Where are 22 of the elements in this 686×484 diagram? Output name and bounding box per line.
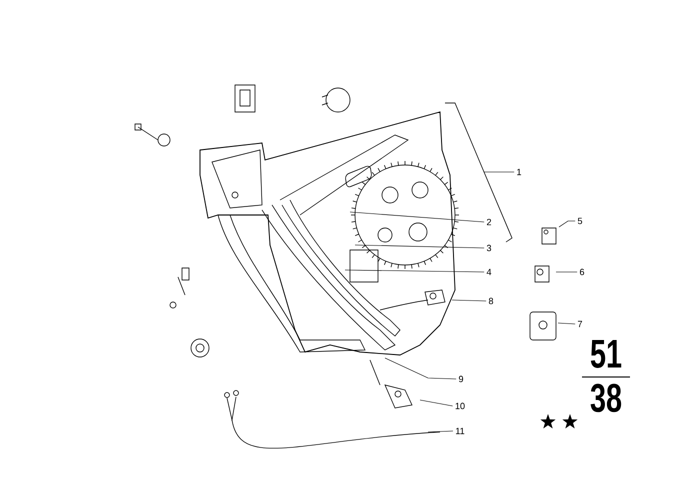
section-number: 38 [590,384,622,412]
section-number: 51 [590,340,622,368]
callout-number: 3 [486,244,492,252]
callout-number: 9 [458,376,464,382]
leader-line [344,270,484,272]
callout-number: 2 [486,218,492,226]
leader-line [558,220,576,228]
leader-line [558,322,576,324]
callout-number: 5 [578,218,582,224]
leader-line [354,244,484,248]
leader-line [452,300,486,302]
leader-line [384,358,456,380]
leader-line [350,212,484,222]
callout-number: 10 [456,402,465,410]
callout-number: 7 [578,320,582,328]
callout-number: 8 [488,298,494,304]
callout-number: 1 [517,168,522,176]
callout-number: 6 [580,268,584,276]
leader-line [420,400,453,406]
callout-number: 11 [456,428,464,434]
callout-number: 4 [486,268,492,276]
leader-line [428,430,454,432]
